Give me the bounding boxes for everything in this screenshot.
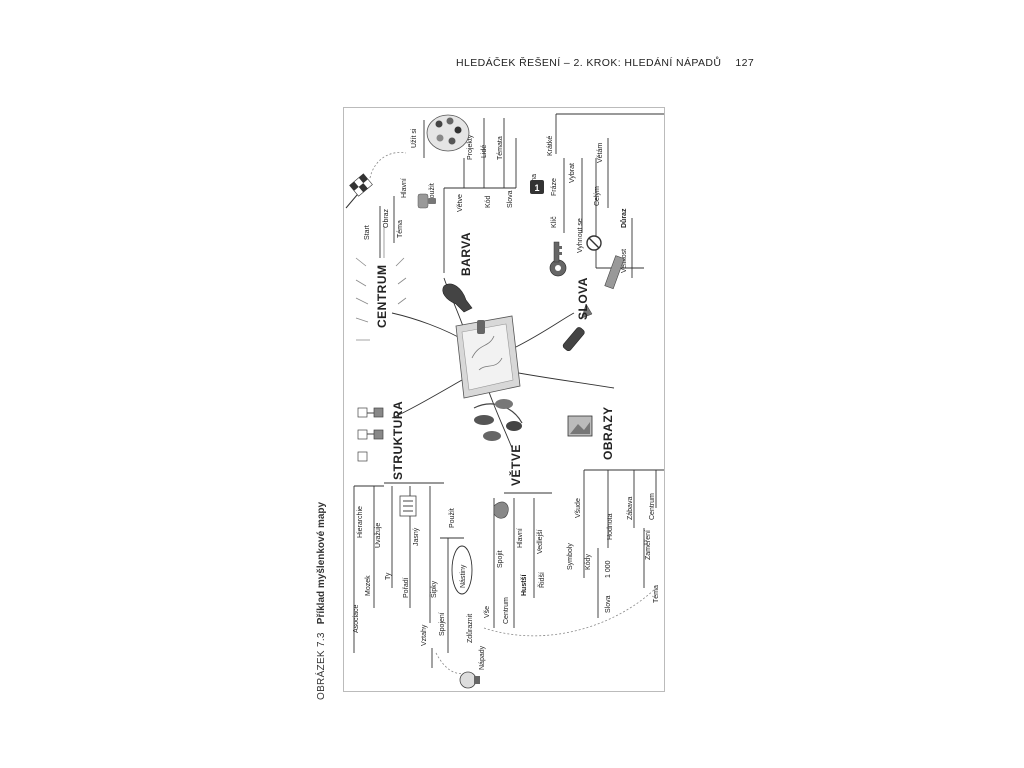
mind-map-figure: CENTRUM Start Obraz Téma Hlavní Použít B… [343, 107, 665, 692]
vetve-ridsi: Řidší [537, 572, 546, 588]
connector-struktura [391, 375, 470, 419]
slova-kratke: Krátké [547, 136, 554, 156]
obrazy-tema: Téma [653, 585, 660, 603]
branch-label-slova: SLOVA [576, 277, 590, 320]
centrum-obraz: Obraz [383, 208, 390, 228]
obrazy-symboly: Symboly [567, 543, 574, 570]
slova-jedna-badge: 1 [534, 183, 539, 193]
barva-projekty: Projekty [467, 134, 474, 160]
obrazy-tisic: 1 000 [605, 560, 612, 578]
ruler-icon [604, 255, 625, 290]
obrazy-zamereni: Zaměření [645, 530, 652, 560]
centrum-hlavni: Hlavní [401, 178, 408, 198]
caption-label: OBRÁZEK 7.3 [316, 632, 327, 700]
barva-kod: Kód [485, 195, 492, 208]
header-title: HLEDÁČEK ŘEŠENÍ – 2. KROK: HLEDÁNÍ NÁPAD… [456, 57, 722, 69]
paintbrush-icon [442, 283, 473, 313]
prohibition-sign-icon [586, 235, 602, 251]
leafy-branch-icon [473, 399, 523, 441]
branch-label-centrum: CENTRUM [375, 265, 389, 329]
barva-temata: Témata [497, 136, 504, 160]
slova-klic: Klíč [551, 216, 558, 228]
branch-label-struktura: STRUKTURA [391, 401, 405, 480]
struktura-hierarchie: Hierarchie [357, 506, 364, 538]
vse-tema-dashed-link [483, 587, 657, 637]
obrazy-slova: Slova [605, 595, 612, 613]
page-number: 127 [735, 57, 755, 69]
slova-velikost: Velikost [621, 249, 628, 273]
central-painting-icon [455, 315, 521, 399]
running-header: HLEDÁČEK ŘEŠENÍ – 2. KROK: HLEDÁNÍ NÁPAD… [456, 57, 754, 69]
tangled-cluster-icon [493, 501, 509, 519]
checklist-icon [399, 495, 417, 517]
landscape-photo-icon [567, 415, 593, 437]
struktura-ty: Ty [385, 572, 392, 580]
nastiny-circle [451, 545, 473, 595]
obrazy-hodnota: Hodnota [607, 513, 614, 540]
barva-slova: Slova [507, 190, 514, 208]
barva-uzit-si: Užít si [411, 128, 418, 148]
centrum-dashed-link [369, 152, 407, 179]
centrum-start: Start [364, 225, 371, 240]
obrazy-zabava: Zábava [627, 497, 634, 520]
vetve-spojit: Spojit [497, 550, 504, 568]
thumbs-up-icon [417, 193, 436, 209]
vetve-centrum: Centrum [503, 597, 510, 624]
slova-duraz: Důraz [620, 208, 628, 228]
struktura-nastiny: Nástiny [460, 564, 467, 588]
slova-vybrat: Vybrat [569, 163, 576, 183]
branch-label-vetve: VĚTVE [508, 444, 523, 486]
obrazy-centrum: Centrum [649, 493, 656, 520]
struktura-napady: Nápady [479, 645, 486, 670]
struktura-pouzit: Použít [449, 508, 456, 528]
struktura-vse: Vše [484, 606, 491, 618]
checkered-flag-icon [345, 173, 373, 209]
slova-vetam: Větám [597, 143, 604, 163]
barva-vetve: Větve [457, 194, 464, 212]
struktura-mozek: Mozek [365, 575, 372, 596]
slova-vyhnout-se: Vyhnout se [577, 218, 584, 253]
branch-label-barva: BARVA [459, 232, 473, 276]
light-bulb-icon [459, 671, 480, 689]
struktura-zduraznit: Zdůraznit [466, 614, 474, 643]
struktura-asociace: Asociace [353, 604, 360, 633]
vetve-hustsi: Hustší [521, 574, 528, 596]
slova-celym: Celým [594, 186, 601, 206]
figure-caption: OBRÁZEK 7.3 Příklad myšlenkové mapy [316, 502, 327, 704]
barva-lide: Lidé [481, 145, 488, 158]
branch-label-obrazy: OBRAZY [601, 406, 615, 460]
caption-title: Příklad myšlenkové mapy [316, 501, 327, 625]
struktura-jasny: Jasný [413, 527, 420, 546]
centrum-tema: Téma [397, 220, 404, 238]
connector-slova [513, 312, 575, 349]
struktura-spojeni: Spojení [439, 612, 446, 636]
mind-map-svg: CENTRUM Start Obraz Téma Hlavní Použít B… [345, 113, 664, 689]
struktura-sipky: Šipky [429, 580, 438, 598]
struktura-uvazuje: Uvažuje [375, 523, 382, 548]
centrum-pouzit: Použít [429, 183, 436, 203]
struktura-vztahy: Vztahy [421, 624, 428, 646]
key-icon [549, 241, 567, 277]
paint-palette-icon [426, 114, 470, 152]
vetve-hlavni: Hlavní [517, 528, 524, 548]
arrow-burst-icons [355, 226, 407, 341]
vetve-vedlejsi: Vedlejší [537, 529, 544, 554]
slova-fraze: Fráze [551, 178, 558, 196]
fountain-pen-icon [562, 303, 593, 352]
struktura-poradi: Pořadí [403, 577, 410, 598]
obrazy-kody: Kódy [585, 554, 592, 570]
hierarchy-chart-icon [357, 407, 384, 462]
number-one-badge-icon: 1 [530, 180, 544, 194]
obrazy-vsude: Všude [575, 498, 582, 518]
